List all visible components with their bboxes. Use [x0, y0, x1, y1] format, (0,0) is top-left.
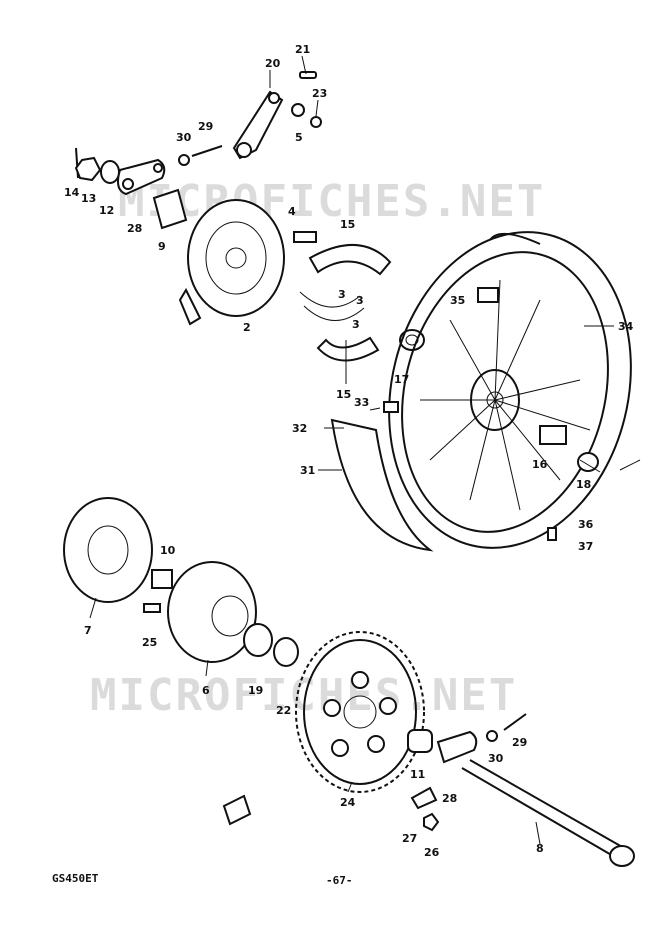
part-label: 18	[576, 478, 591, 491]
part-label: 29	[198, 120, 213, 133]
part-label: 24	[340, 796, 356, 809]
tag-symbol	[222, 794, 252, 826]
part-label: 15	[336, 388, 351, 401]
watermark-top: MICROFICHES.NET	[118, 176, 546, 227]
part-label: 21	[295, 43, 310, 56]
part-labels: 21 20 23 5 30 29 14 13 12 28 9 4 15 2 3 …	[64, 43, 634, 859]
part-label: 14	[64, 186, 80, 199]
part-label: 35	[450, 294, 465, 307]
leader-lines	[89, 55, 641, 845]
torque-link-hardware	[74, 145, 223, 230]
brake-shoes	[293, 231, 392, 362]
part-label: 28	[127, 222, 142, 235]
part-label: 17	[394, 373, 409, 386]
part-label: 20	[265, 57, 281, 70]
axle-hardware	[407, 713, 635, 867]
brake-cam-lever	[232, 71, 322, 160]
part-label: 3	[338, 288, 346, 301]
part-label: 34	[618, 320, 634, 333]
part-label: 31	[300, 464, 315, 477]
page-number: -67-	[326, 874, 353, 887]
part-label: 32	[292, 422, 307, 435]
model-code: GS450ET	[52, 872, 99, 885]
brake-panel	[178, 199, 285, 326]
damper-7	[63, 497, 153, 603]
part-label: 2	[243, 321, 251, 334]
part-label: 13	[81, 192, 96, 205]
part-label: 27	[402, 832, 417, 845]
part-label: 12	[99, 204, 114, 217]
part-label: 9	[158, 240, 166, 253]
part-label: 4	[288, 205, 296, 218]
part-label: 5	[295, 131, 303, 144]
part-label: 33	[354, 396, 369, 409]
part-label: 22	[276, 704, 291, 717]
part-label: 7	[84, 624, 92, 637]
part-label: 15	[340, 218, 355, 231]
part-label: 28	[442, 792, 457, 805]
part-label: 25	[142, 636, 157, 649]
part-label: 6	[202, 684, 210, 697]
part-label: 11	[410, 768, 425, 781]
sprocket-mount	[143, 561, 299, 667]
part-label: 10	[160, 544, 176, 557]
part-label: 36	[578, 518, 594, 531]
part-label: 26	[424, 846, 440, 859]
part-label: 23	[312, 87, 327, 100]
part-label: 19	[248, 684, 263, 697]
part-label: 3	[352, 318, 360, 331]
part-label: 30	[488, 752, 504, 765]
rear-sprocket	[295, 631, 425, 793]
part-label: 16	[532, 458, 548, 471]
rear-wheel-assembly	[330, 231, 632, 552]
part-label: 8	[536, 842, 544, 855]
part-label: 3	[356, 294, 364, 307]
part-label: 29	[512, 736, 527, 749]
part-label: 30	[176, 131, 192, 144]
part-label: 37	[578, 540, 593, 553]
